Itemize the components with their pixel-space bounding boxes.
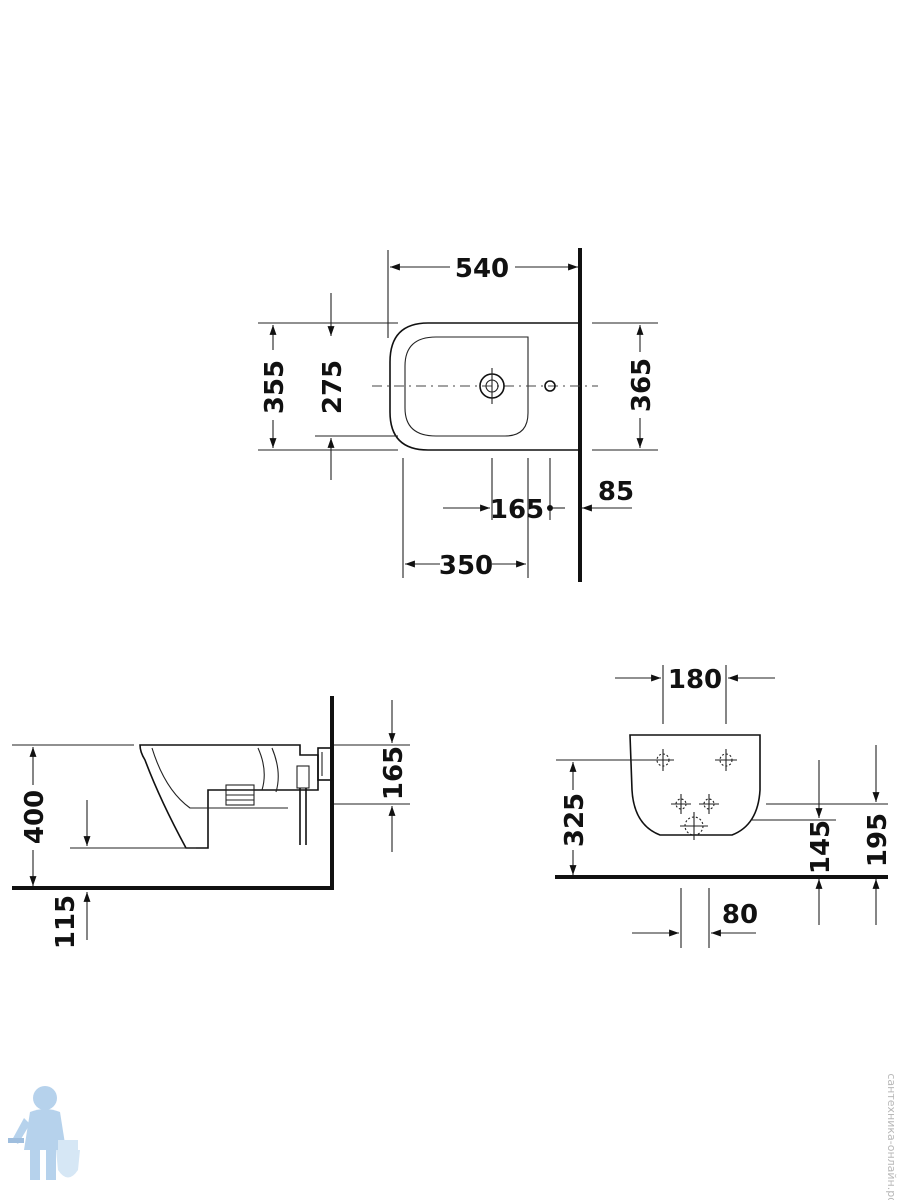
top-view-bowl-inner (404, 336, 529, 437)
dim-165-top: 165 (490, 495, 544, 525)
side-view: 400 165 115 (12, 696, 410, 949)
front-view-supply-hole-left (671, 794, 691, 814)
front-view-bidet-outline (629, 734, 761, 836)
plumber-mascot-logo (8, 1086, 80, 1180)
dim-400: 400 (20, 790, 50, 844)
top-view-tap-hole (544, 380, 556, 392)
watermark-text: сантехника-онлайн.рф (885, 1073, 898, 1200)
front-view: 180 325 145 195 80 (555, 665, 893, 948)
top-view-bidet-outline (389, 322, 580, 451)
dim-115: 115 (51, 895, 81, 949)
dim-365: 365 (627, 358, 657, 412)
dim-145: 145 (806, 820, 836, 874)
dim-355: 355 (260, 360, 290, 414)
dim-85: 85 (598, 477, 634, 507)
dim-350: 350 (439, 551, 493, 581)
dim-540: 540 (455, 254, 509, 284)
front-view-drain (680, 812, 708, 840)
front-view-supply-hole-right (699, 794, 719, 814)
side-view-bidet-profile (139, 744, 319, 849)
dim-180: 180 (668, 665, 722, 695)
dim-325: 325 (560, 793, 590, 847)
front-view-fixing-hole-right (715, 749, 737, 771)
dim-80: 80 (722, 900, 758, 930)
dim-195: 195 (863, 813, 893, 867)
dim-275: 275 (318, 360, 348, 414)
front-view-fixing-hole-left (652, 749, 674, 771)
dim-165-side: 165 (379, 746, 409, 800)
top-view: 540 355 275 365 165 85 (258, 248, 658, 582)
